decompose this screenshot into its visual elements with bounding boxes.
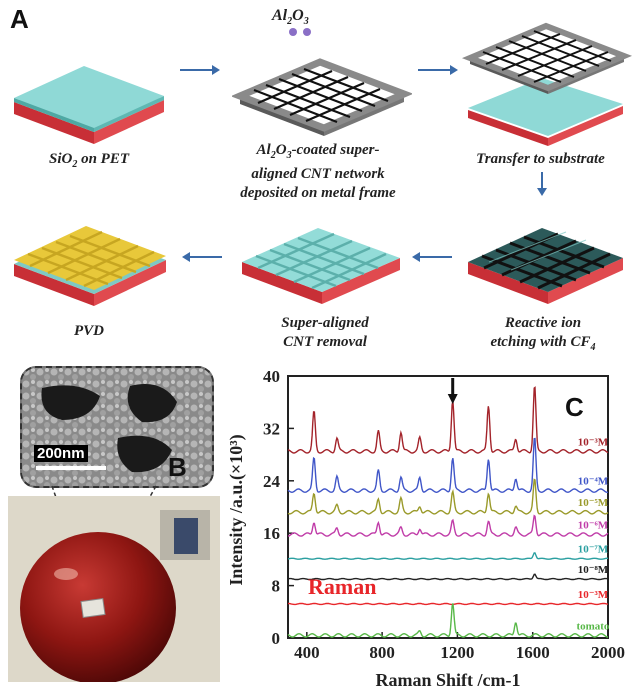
etching-label: Reactive ion etching with CF4 [490, 315, 596, 353]
arrow-right-icon [418, 65, 458, 75]
tomato-photo [8, 496, 220, 682]
sem-inset-image: 200nm [20, 366, 214, 488]
y-tick-label: 16 [263, 524, 280, 543]
raman-spectra-chart: 400 800 1200 1600 2000 0 8 16 24 32 40 10⁻³M 10⁻⁴M 1… [226, 367, 625, 690]
y-tick-label: 24 [263, 472, 281, 491]
x-tick-label: 800 [369, 643, 395, 662]
cnt-removal-diagram [242, 228, 400, 304]
spectrum-line [287, 514, 609, 537]
series-label: 10⁻⁷M [578, 544, 609, 556]
scale-bar-label: 200nm [34, 445, 88, 462]
spectrum-line [287, 602, 609, 606]
sio2-pet-substrate-diagram [14, 66, 164, 144]
reactive-ion-etching-diagram [468, 228, 623, 304]
series-label: tomato [576, 620, 609, 632]
spectrum-line [287, 573, 609, 581]
y-tick-label: 8 [272, 577, 281, 596]
series-label: 10⁻⁶M [578, 520, 609, 532]
plot-frame [287, 375, 609, 639]
y-tick-label: 40 [263, 367, 280, 386]
cnt-network-frame-diagram [232, 58, 412, 136]
scale-bar [36, 466, 106, 470]
series-label: 10⁻³M [578, 436, 609, 448]
spectrum-line [287, 437, 609, 494]
arrow-left-icon [412, 252, 452, 262]
spectrum-line [287, 552, 608, 560]
series-label: 10⁻⁴M [578, 476, 609, 488]
peak-arrow-icon [447, 378, 458, 404]
pvd-label: PVD [74, 323, 104, 339]
series-label: 10⁻⁵M [578, 497, 609, 509]
spectrum-line [287, 478, 609, 515]
transfer-diagram [461, 22, 633, 146]
spectrum-line [287, 386, 609, 454]
pvd-diagram [14, 226, 166, 306]
arrow-left-icon [182, 252, 222, 262]
x-tick-label: 1200 [440, 643, 474, 662]
cnt-removal-label: Super-aligned CNT removal [281, 315, 369, 350]
arrow-right-icon [180, 65, 220, 75]
x-tick-label: 400 [294, 643, 320, 662]
panel-b-letter: B [168, 452, 187, 482]
series-label: 10⁻³M [578, 589, 609, 601]
spectrum-line [287, 603, 608, 638]
panel-c-letter: C [565, 392, 584, 422]
x-tick-label: 2000 [591, 643, 625, 662]
transfer-label: Transfer to substrate [476, 151, 605, 167]
al2o3-particles-icon [289, 28, 311, 36]
y-axis-label: Intensity /a.u.(×10³) [226, 434, 247, 585]
raman-inline-label: Raman [308, 574, 376, 599]
arrow-down-icon [537, 172, 547, 196]
al2o3-label: Al2O3 [272, 7, 309, 28]
series-label: 10⁻⁸M [578, 564, 609, 576]
cnt-network-label: Al2O3-coated super- aligned CNT network … [240, 142, 396, 201]
peak-arrow-head [447, 394, 458, 404]
panel-a-letter: A [10, 4, 29, 34]
x-axis-label: Raman Shift /cm-1 [376, 670, 521, 690]
x-tick-label: 1600 [516, 643, 550, 662]
y-tick-label: 32 [263, 419, 280, 438]
y-tick-label: 0 [272, 629, 281, 648]
sio2-pet-label: SiO2 on PET [48, 151, 130, 170]
